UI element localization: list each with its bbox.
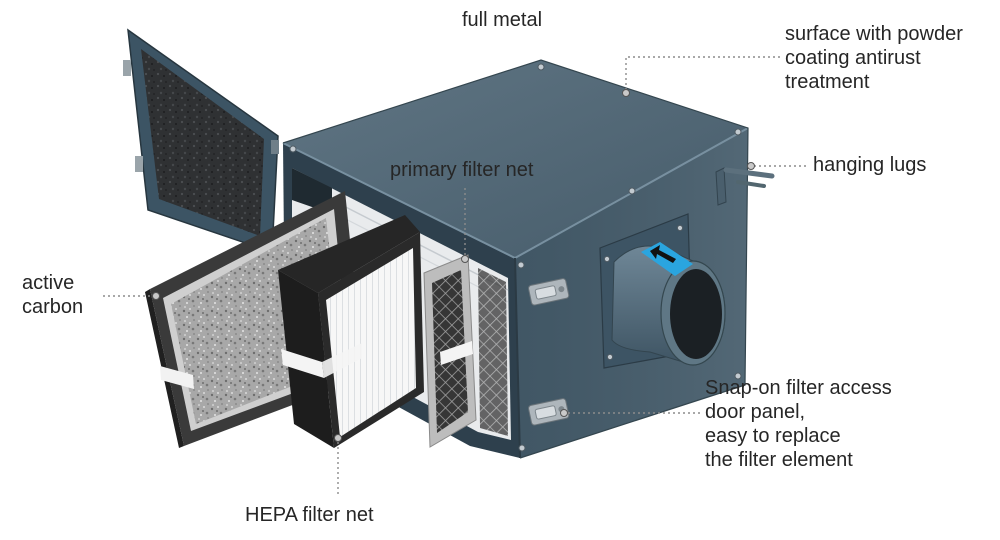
leader-dot-surface-coating xyxy=(622,89,630,97)
housing-top-shading xyxy=(283,60,748,258)
screw xyxy=(606,353,614,361)
label-primary-filter: primary filter net xyxy=(390,159,534,181)
screw xyxy=(537,63,545,71)
label-line: active xyxy=(22,272,75,294)
hanging-lugs xyxy=(715,167,775,206)
label-line: Snap-on filter access xyxy=(705,377,892,399)
label-full-metal: full metal xyxy=(462,9,543,31)
door-hinge-right xyxy=(271,140,279,154)
screw xyxy=(734,128,742,136)
carbon-filter-strap xyxy=(160,366,194,389)
housing-front-edge xyxy=(514,257,521,459)
latch-pin xyxy=(558,286,565,293)
leader-lines xyxy=(103,56,806,495)
leader-line-surface-coating xyxy=(625,56,780,90)
door-carbon-mesh xyxy=(141,49,264,236)
housing-interior-shadow xyxy=(292,168,332,214)
hepa-strap xyxy=(281,349,324,378)
hepa-filter xyxy=(278,215,424,448)
screw xyxy=(517,261,525,269)
leader-dot-hanging-lugs xyxy=(747,162,755,170)
lug-plate xyxy=(715,167,727,206)
hepa-top xyxy=(278,215,420,293)
interior-mesh-panel xyxy=(478,268,508,436)
latch-lower xyxy=(528,398,570,426)
label-hepa-filter: HEPA filter net xyxy=(245,504,374,526)
latch-lever xyxy=(534,405,557,420)
latch-lever xyxy=(534,285,557,300)
lug-rod-upper xyxy=(723,167,775,179)
leader-dot-hepa xyxy=(334,434,342,442)
housing-outline xyxy=(282,59,749,459)
duct-opening xyxy=(670,269,722,359)
hepa-strap-front xyxy=(322,343,362,378)
label-snap-on-door: Snap-on filter access door panel, easy t… xyxy=(705,376,892,472)
door-hinge-lower xyxy=(135,156,143,172)
label-line: easy to replace xyxy=(705,425,841,447)
screw xyxy=(676,224,684,232)
screw xyxy=(603,255,611,263)
label-hanging-lugs: hanging lugs xyxy=(813,154,927,176)
label-active-carbon: active carbon xyxy=(22,271,83,319)
duct-outlet xyxy=(599,213,726,369)
latch-upper xyxy=(528,278,570,306)
leader-dot-active-carbon xyxy=(152,292,160,300)
lug-rod-lower xyxy=(736,180,766,188)
label-surface-coating: surface with powder coating antirust tre… xyxy=(785,22,963,94)
hepa-pleats xyxy=(326,248,416,437)
screw xyxy=(628,187,636,195)
primary-filter-strap xyxy=(440,341,473,365)
label-line: door panel, xyxy=(705,401,806,423)
door-hinge-upper xyxy=(123,60,131,76)
leader-dot-primary-filter xyxy=(461,255,469,263)
screw xyxy=(289,145,297,153)
primary-filter-net xyxy=(423,254,477,448)
label-line: the filter element xyxy=(705,449,853,471)
label-line: coating antirust xyxy=(785,47,921,69)
leader-dot-snap-on-door xyxy=(560,409,568,417)
screw xyxy=(734,372,742,380)
airflow-arrow-icon xyxy=(650,245,676,263)
open-door-panel xyxy=(123,28,279,254)
label-line: treatment xyxy=(785,71,870,93)
label-line: surface with powder xyxy=(785,23,963,45)
screw xyxy=(518,444,526,452)
label-line: carbon xyxy=(22,296,84,318)
